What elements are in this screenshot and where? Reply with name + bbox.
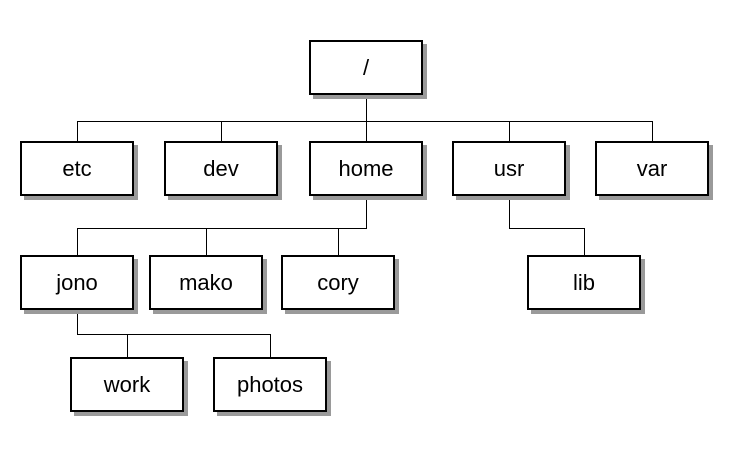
node-dev-label: dev xyxy=(203,155,239,181)
node-usr-label: usr xyxy=(493,155,525,181)
connector-stub-home xyxy=(366,121,367,141)
node-home-label: home xyxy=(338,155,394,181)
connector-stub-usr xyxy=(509,121,510,141)
node-photos-label: photos xyxy=(236,371,304,397)
connector-home-rail xyxy=(77,228,367,229)
connector-level1-rail xyxy=(77,121,653,122)
node-lib-label: lib xyxy=(572,269,595,295)
connector-usr-lib-rail xyxy=(509,228,585,229)
connector-root-trunk xyxy=(366,95,367,121)
node-jono-label: jono xyxy=(56,269,98,295)
connector-stub-var xyxy=(652,121,653,141)
node-work-label: work xyxy=(103,371,151,397)
connector-home-trunk xyxy=(366,196,367,228)
connector-stub-etc xyxy=(77,121,78,141)
node-root: / xyxy=(309,40,423,95)
node-dev: dev xyxy=(164,141,278,196)
node-jono: jono xyxy=(20,255,134,310)
connector-stub-photos xyxy=(270,334,271,357)
node-var: var xyxy=(595,141,709,196)
node-cory: cory xyxy=(281,255,395,310)
connector-jono-rail xyxy=(77,334,271,335)
node-var-label: var xyxy=(636,155,668,181)
connector-stub-work xyxy=(127,334,128,357)
connector-stub-jono xyxy=(77,228,78,255)
node-cory-label: cory xyxy=(317,269,359,295)
node-home: home xyxy=(309,141,423,196)
node-root-label: / xyxy=(362,54,370,80)
node-etc: etc xyxy=(20,141,134,196)
node-usr: usr xyxy=(452,141,566,196)
node-lib: lib xyxy=(527,255,641,310)
node-photos: photos xyxy=(213,357,327,412)
node-work: work xyxy=(70,357,184,412)
connector-stub-dev xyxy=(221,121,222,141)
connector-stub-mako xyxy=(206,228,207,255)
connector-stub-cory xyxy=(338,228,339,255)
connector-stub-lib xyxy=(584,228,585,255)
node-mako: mako xyxy=(149,255,263,310)
connector-jono-trunk xyxy=(77,310,78,334)
node-etc-label: etc xyxy=(62,155,92,181)
connector-usr-trunk xyxy=(509,196,510,228)
node-mako-label: mako xyxy=(179,269,233,295)
